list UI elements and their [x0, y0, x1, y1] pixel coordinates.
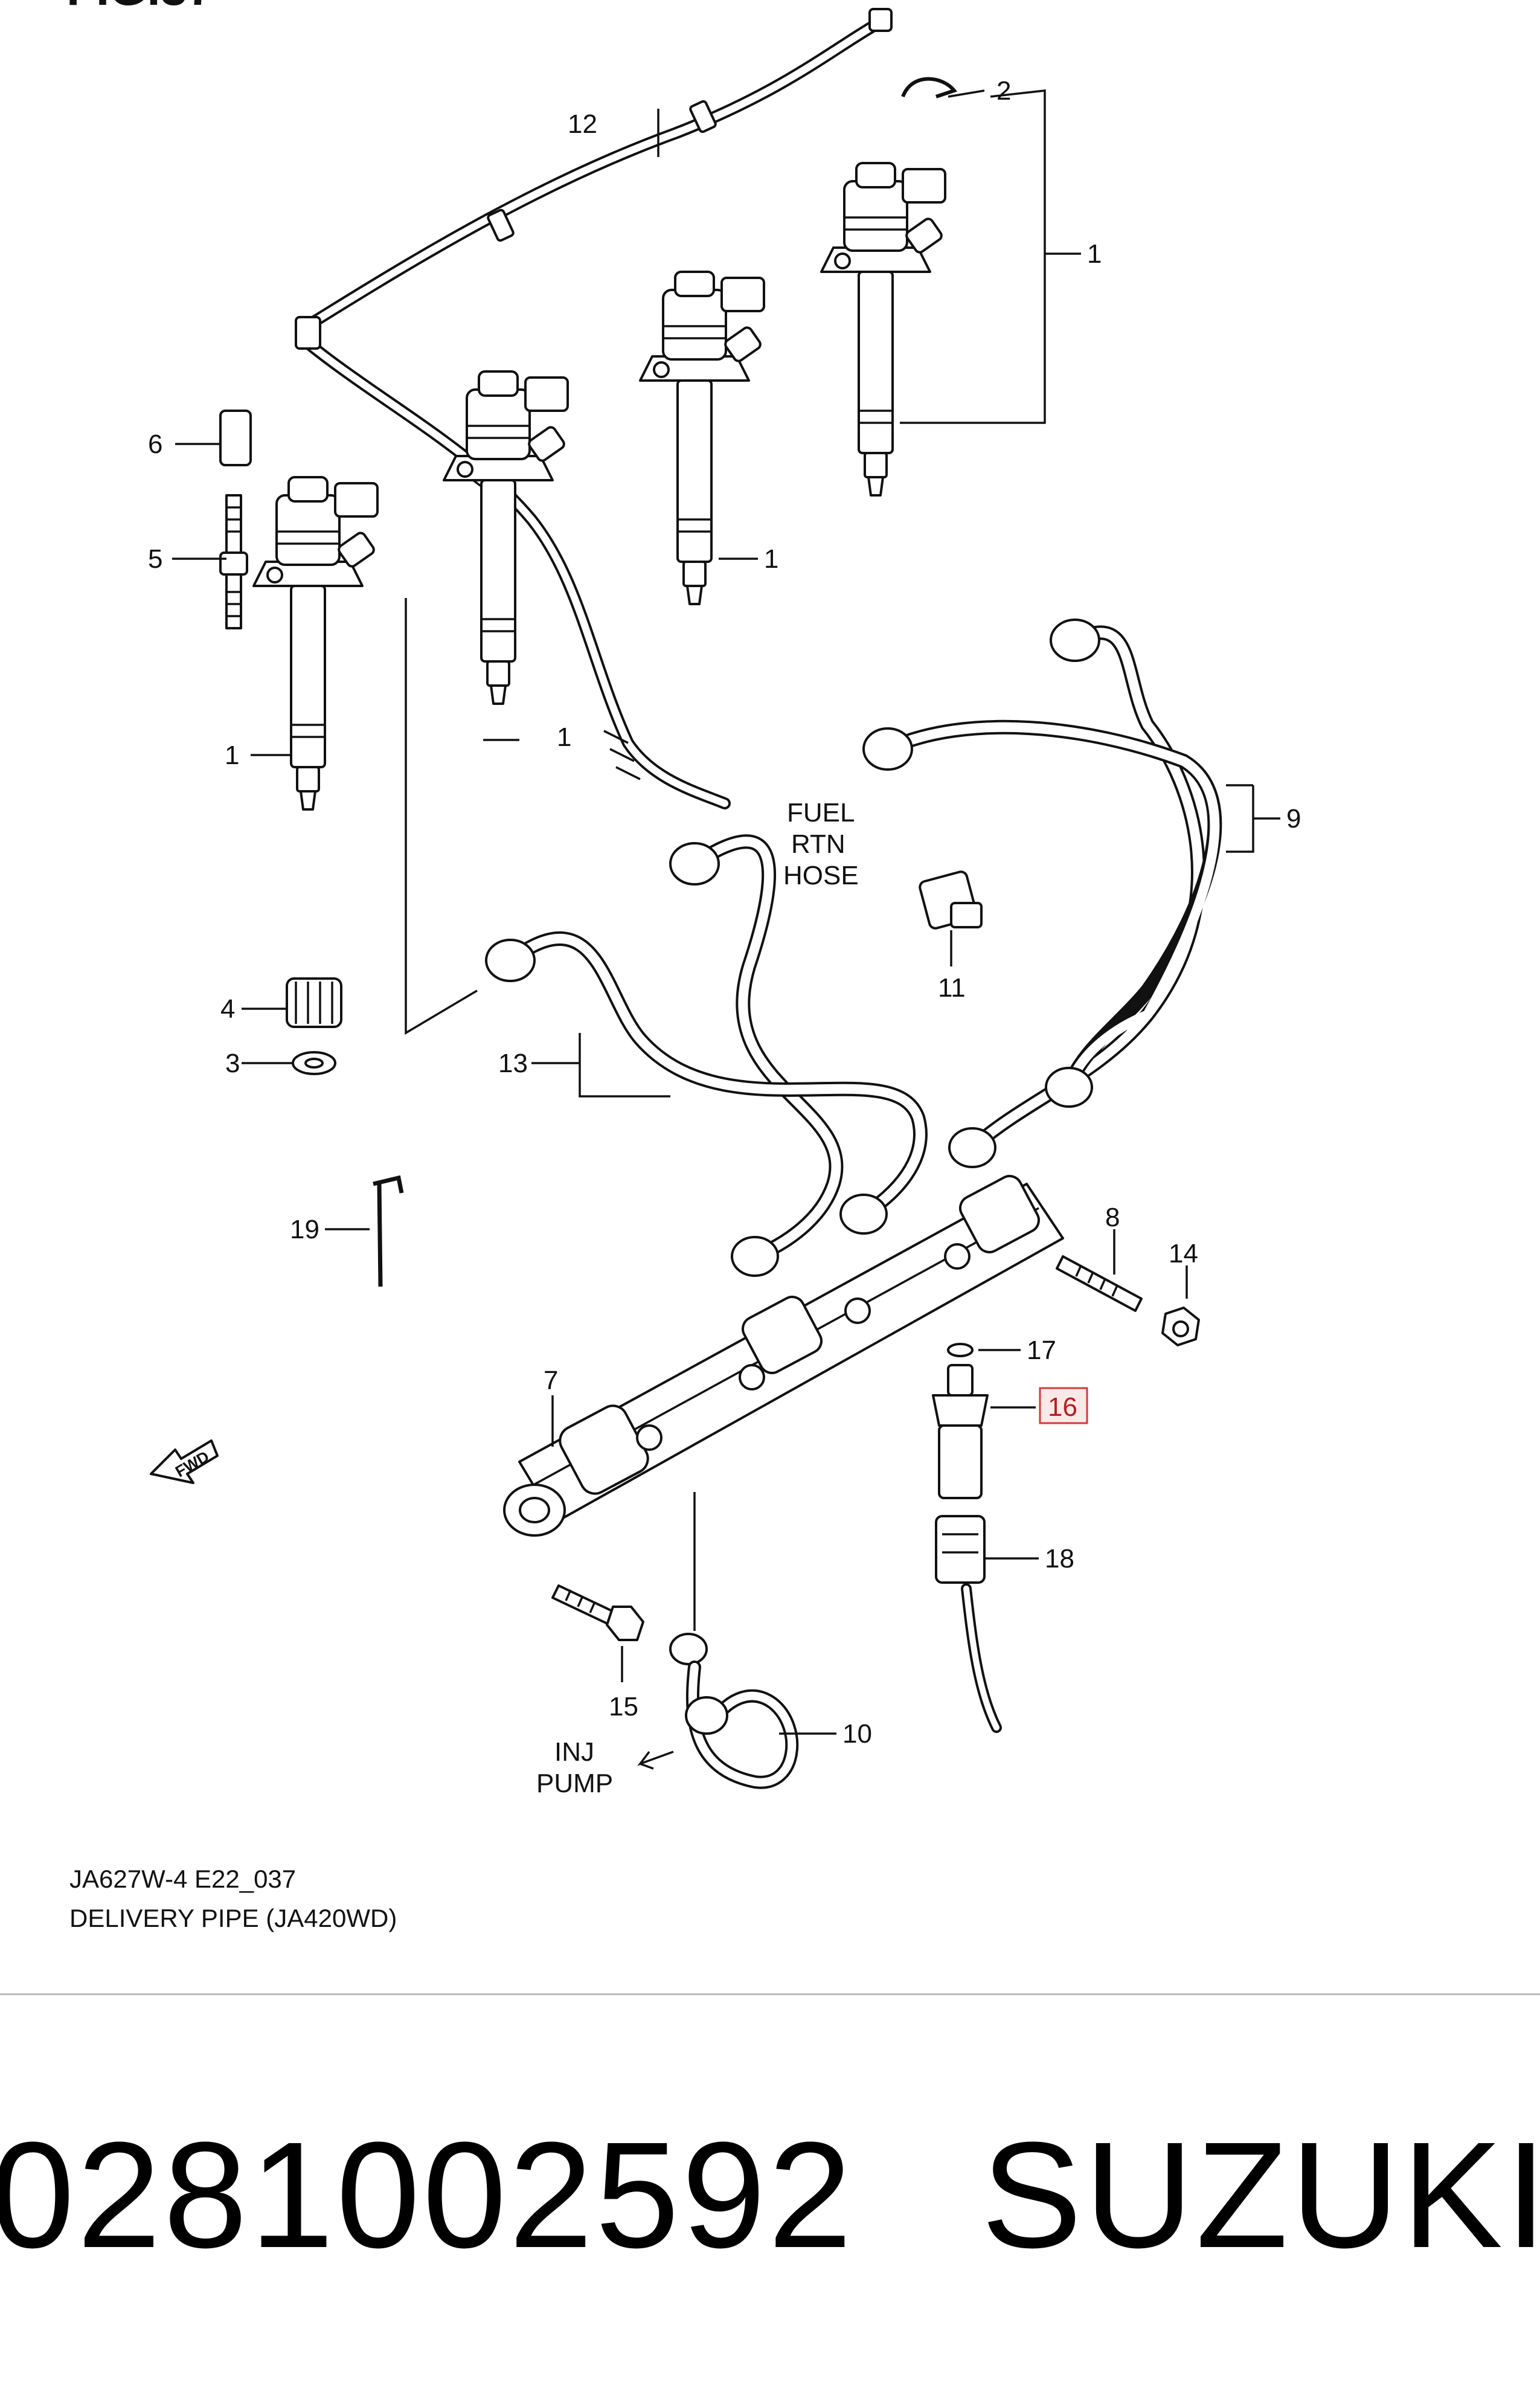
callout-19: 19 [290, 1215, 319, 1244]
injector-1 [252, 476, 379, 811]
callout-labels: 1 1 1 1 2 3 4 5 6 7 8 9 10 11 12 13 14 1… [148, 76, 1301, 1798]
callout-13: 13 [498, 1049, 528, 1078]
fwd-arrow-icon: FWD [150, 1439, 219, 1484]
callout-1d: 1 [225, 741, 239, 770]
callout-7: 7 [544, 1366, 558, 1395]
callout-1b: 1 [764, 544, 778, 574]
wire-harness-part [935, 1515, 1002, 1733]
callout-11: 11 [938, 973, 966, 1003]
callout-18: 18 [1045, 1544, 1074, 1574]
fuel-label-line2: RTN [791, 829, 845, 859]
bolt-15-part [551, 1584, 644, 1641]
bolt-8-part [1056, 1255, 1143, 1312]
callout-5: 5 [148, 544, 162, 574]
pump-label-line1: INJ [554, 1737, 594, 1767]
callout-15: 15 [609, 1692, 638, 1722]
callout-8: 8 [1105, 1203, 1120, 1232]
pump-label-line2: PUMP [536, 1769, 613, 1798]
stud-bolt-part [219, 494, 248, 629]
brand-name: SUZUKI [981, 2110, 1540, 2279]
nut-part [1161, 1307, 1200, 1346]
fuel-rail [503, 1175, 1064, 1537]
callout-3: 3 [225, 1049, 240, 1078]
holder-part [286, 977, 342, 1028]
part-number: 0281002592 [0, 2110, 855, 2279]
callout-12: 12 [568, 109, 597, 139]
pressure-sensor-part [932, 1364, 989, 1499]
connector-part [919, 870, 983, 930]
leader-lines [172, 89, 1280, 1770]
callout-4: 4 [220, 994, 235, 1024]
tie-part [373, 1175, 404, 1287]
footer-banner: 0281002592 SUZUKI [0, 1993, 1540, 2392]
callout-14: 14 [1169, 1239, 1198, 1268]
exploded-parts-diagram: FIG.37 [66, 0, 1301, 1932]
pump-pipe-part [669, 1633, 799, 1789]
callout-17: 17 [1027, 1336, 1056, 1365]
callout-6: 6 [148, 429, 162, 459]
callout-1c: 1 [557, 722, 571, 752]
injection-pipes [485, 619, 1222, 1277]
callout-9: 9 [1286, 804, 1301, 834]
callout-16-highlighted: 16 [1048, 1392, 1077, 1422]
injector-4 [820, 162, 946, 497]
diagram-title: DELIVERY PIPE (JA420WD) [69, 1904, 397, 1932]
highlight-box [1039, 1387, 1088, 1424]
return-hose [295, 8, 893, 809]
callout-10: 10 [842, 1719, 872, 1749]
callout-1a: 1 [1087, 239, 1102, 269]
fuel-label-line3: HOSE [783, 861, 859, 890]
injector-3 [639, 271, 765, 605]
figure-header: FIG.37 [66, 0, 214, 15]
fuel-label-line1: FUEL [787, 798, 855, 828]
collar-part [219, 410, 252, 466]
callout-2: 2 [996, 76, 1011, 106]
clip-part [901, 77, 958, 98]
o-ring-part [947, 1343, 974, 1357]
diagram-code: JA627W-4 E22_037 [69, 1865, 296, 1893]
